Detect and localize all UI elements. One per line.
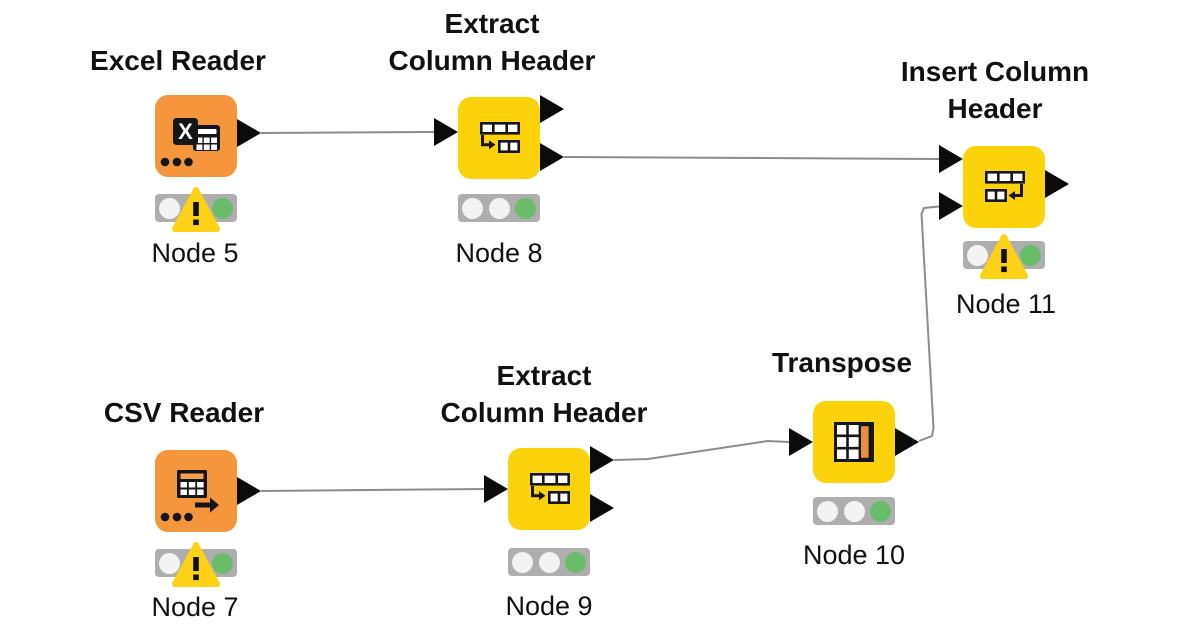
input-port-2[interactable] (939, 192, 963, 220)
node-body[interactable] (813, 401, 895, 483)
node-body[interactable] (963, 146, 1045, 228)
node-title-line1: Extract (496, 360, 592, 391)
node-label[interactable]: Node 9 (505, 591, 593, 621)
light-green-on (1020, 244, 1041, 266)
connection-node10-to-node11[interactable] (918, 205, 940, 442)
node-title[interactable]: Excel Reader (58, 42, 298, 79)
output-port-2[interactable] (590, 494, 614, 522)
light-red-off (159, 552, 180, 574)
input-port[interactable] (434, 118, 458, 146)
node-title-line1: CSV Reader (103, 397, 265, 428)
output-port-1[interactable] (540, 95, 564, 123)
light-green-on (515, 197, 536, 219)
light-yellow-off (538, 551, 560, 573)
node-title[interactable]: CSV Reader (64, 394, 304, 431)
warning-icon (172, 542, 220, 587)
extract-column-header-icon (530, 473, 570, 504)
connection-node9-to-node10[interactable] (613, 440, 790, 461)
output-port[interactable] (237, 119, 261, 147)
traffic-light (458, 194, 540, 222)
csv-reader-icon (177, 470, 219, 513)
node-title-line1: Insert Column (900, 56, 1090, 87)
light-red-off (462, 197, 483, 219)
warning-icon (172, 187, 220, 232)
node-body[interactable]: X (155, 95, 237, 177)
traffic-light (155, 187, 237, 232)
transpose-icon (834, 422, 874, 462)
svg-text:X: X (178, 119, 193, 144)
output-port[interactable] (895, 428, 919, 456)
node-body[interactable] (458, 97, 540, 179)
node-body[interactable] (155, 450, 237, 532)
node-title-line2: Column Header (388, 45, 596, 76)
node-label[interactable]: Node 7 (151, 592, 239, 622)
output-port[interactable] (1045, 170, 1069, 198)
connection-node5-to-node8[interactable] (260, 131, 435, 134)
node-title-line1: Transpose (771, 347, 913, 378)
node-label[interactable]: Node 5 (151, 238, 239, 268)
light-green-on (212, 197, 233, 219)
light-yellow-off (488, 197, 510, 219)
input-port[interactable] (789, 428, 813, 456)
node-title[interactable]: Insert Column Header (875, 53, 1115, 127)
output-port-2[interactable] (540, 143, 564, 171)
node-label[interactable]: Node 10 (802, 540, 906, 570)
node-title[interactable]: Extract Column Header (372, 5, 612, 79)
node-label[interactable]: Node 8 (455, 238, 543, 268)
node-body[interactable] (508, 448, 590, 530)
insert-column-header-icon (985, 171, 1025, 202)
connection-node8-to-node11[interactable] (563, 156, 940, 160)
output-port-1[interactable] (590, 446, 614, 474)
light-yellow-off (843, 500, 865, 522)
dynamic-ports-dots (160, 512, 193, 522)
excel-reader-icon: X (173, 118, 220, 151)
light-green-on (212, 552, 233, 574)
input-port[interactable] (484, 475, 508, 503)
light-red-off (967, 244, 988, 266)
traffic-light (155, 542, 237, 587)
warning-icon (980, 234, 1028, 279)
node-label[interactable]: Node 11 (955, 289, 1057, 319)
output-port[interactable] (237, 477, 261, 505)
light-red-off (512, 551, 533, 573)
node-title[interactable]: Transpose (722, 344, 962, 381)
light-green-on (565, 551, 586, 573)
extract-column-header-icon (480, 122, 520, 153)
node-title-line1: Extract (444, 8, 540, 39)
node-title-line1: Excel Reader (90, 45, 266, 76)
node-title-line2: Header (947, 93, 1043, 124)
connection-node7-to-node9[interactable] (260, 488, 485, 492)
traffic-light (963, 234, 1045, 279)
dynamic-ports-dots (160, 157, 193, 167)
input-port-1[interactable] (939, 145, 963, 173)
light-green-on (870, 500, 891, 522)
traffic-light (813, 497, 895, 525)
traffic-light (508, 548, 590, 576)
node-title-line2: Column Header (440, 397, 648, 428)
light-red-off (159, 197, 180, 219)
node-title[interactable]: Extract Column Header (424, 357, 664, 431)
light-red-off (817, 500, 838, 522)
